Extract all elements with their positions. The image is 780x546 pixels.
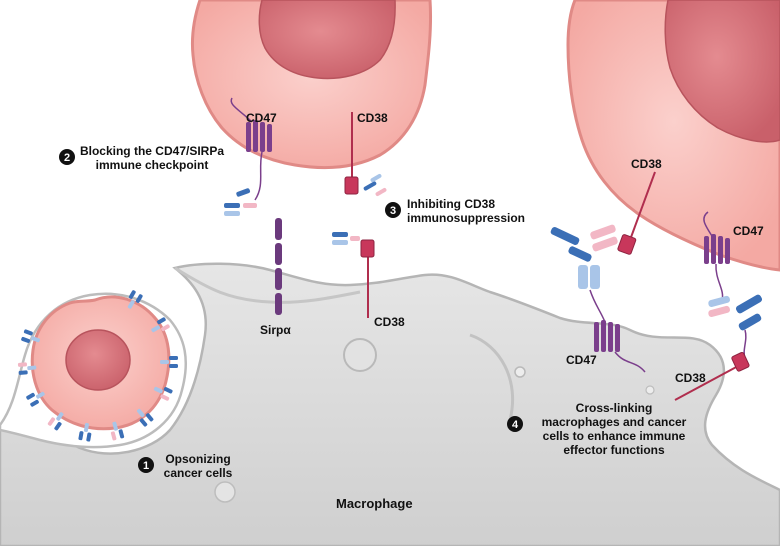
label-cd38-right-bottom: CD38 bbox=[675, 371, 706, 385]
antibody-chain bbox=[163, 387, 173, 394]
step-3-line-1: Inhibiting CD38 bbox=[407, 197, 495, 211]
antibody-chain bbox=[169, 364, 178, 368]
antibody-chain bbox=[110, 431, 117, 441]
antibody bbox=[110, 421, 125, 441]
antibody bbox=[21, 329, 40, 343]
label-cd38-right-top: CD38 bbox=[631, 157, 662, 171]
antibody-chain bbox=[169, 356, 178, 360]
step-2-badge bbox=[59, 149, 75, 165]
cd38-receptor-macrophage bbox=[360, 239, 375, 318]
antibody-chain bbox=[36, 391, 45, 399]
antibody-chain bbox=[153, 386, 163, 394]
step-2: 2 Blocking the CD47/SIRPa immune checkpo… bbox=[59, 144, 224, 172]
label-cd47-top: CD47 bbox=[246, 111, 277, 125]
antibody bbox=[160, 356, 178, 368]
antibody-chain bbox=[161, 324, 170, 332]
antibody bbox=[127, 290, 143, 309]
cd38-receptor-right-top bbox=[617, 171, 656, 255]
antibody-chain bbox=[145, 413, 154, 422]
step-4-badge bbox=[507, 416, 523, 432]
antibody-chain bbox=[27, 365, 37, 371]
step-3: 3 Inhibiting CD38 immunosuppression bbox=[385, 197, 525, 225]
step-2-line-1: Blocking the CD47/SIRPa bbox=[80, 144, 224, 158]
antibody-chain bbox=[17, 362, 27, 367]
antibody-chain bbox=[56, 412, 64, 421]
antibody bbox=[136, 408, 154, 427]
antibody-chain bbox=[160, 360, 169, 364]
antibody-chain bbox=[54, 421, 62, 431]
step-1-line-2: cancer cells bbox=[164, 466, 233, 480]
antibody-chain bbox=[127, 300, 135, 309]
label-macrophage: Macrophage bbox=[336, 496, 413, 511]
step-3-line-2: immunosuppression bbox=[407, 211, 525, 225]
label-cd38-mid: CD38 bbox=[374, 315, 405, 329]
step-3-number: 3 bbox=[390, 205, 396, 217]
antibody bbox=[26, 391, 45, 407]
step-4-line-3: cells to enhance immune bbox=[543, 429, 686, 443]
cd38-receptor-right-bottom bbox=[674, 351, 750, 401]
cd47-receptor-top bbox=[230, 97, 272, 201]
antibody-chain bbox=[30, 336, 40, 343]
step-1-badge bbox=[138, 457, 154, 473]
antibody-chain bbox=[21, 336, 31, 343]
antibody-chain bbox=[23, 329, 33, 336]
step-1-line-1: Opsonizing bbox=[165, 452, 230, 466]
cd47-blocking-antibody bbox=[224, 188, 257, 216]
cd38-antibody-macrophage bbox=[332, 232, 360, 245]
antibody-chain bbox=[139, 418, 148, 427]
step-4-number: 4 bbox=[512, 419, 519, 431]
label-cd47-right-bottom: CD47 bbox=[566, 353, 597, 367]
antibody-chain bbox=[86, 432, 92, 442]
antibody-chain bbox=[78, 431, 84, 441]
step-2-line-2: immune checkpoint bbox=[96, 158, 209, 172]
antibody-chain bbox=[112, 421, 118, 431]
antibody-chain bbox=[30, 399, 39, 407]
right-cancer-cell bbox=[566, 0, 780, 272]
antibody-chain bbox=[83, 422, 89, 433]
step-4-line-4: effector functions bbox=[563, 443, 665, 457]
step-3-badge bbox=[385, 202, 401, 218]
label-sirpa: Sirpα bbox=[260, 323, 291, 337]
antibody-chain bbox=[47, 417, 56, 426]
crosslink-antibody-left bbox=[550, 224, 618, 323]
step-1-number: 1 bbox=[143, 460, 149, 472]
antibody-chain bbox=[128, 290, 136, 299]
small-cancer-cell bbox=[30, 295, 171, 431]
sirpa-receptor bbox=[275, 218, 282, 315]
antibody-chain bbox=[160, 394, 170, 401]
step-2-number: 2 bbox=[64, 152, 70, 164]
step-1: 1 Opsonizing cancer cells bbox=[138, 452, 233, 480]
antibody-chain bbox=[151, 325, 160, 333]
antibody-chain bbox=[18, 370, 28, 375]
antibody bbox=[153, 386, 173, 401]
opsonizing-antibodies bbox=[17, 290, 178, 442]
label-cd38-top: CD38 bbox=[357, 111, 388, 125]
step-4-line-2: macrophages and cancer bbox=[542, 415, 687, 429]
antibody-chain bbox=[157, 317, 166, 325]
antibody bbox=[151, 317, 170, 333]
step-4-line-1: Cross-linking bbox=[576, 401, 653, 415]
antibody bbox=[47, 412, 64, 431]
top-cancer-cell bbox=[191, 0, 433, 170]
antibody bbox=[78, 422, 92, 442]
cd38-antibody-top bbox=[363, 174, 387, 196]
antibody-chain bbox=[135, 294, 143, 303]
antibody-chain bbox=[136, 408, 145, 418]
cd38-receptor-top bbox=[344, 112, 359, 195]
crosslink-antibody-right bbox=[708, 294, 763, 359]
cd47-receptor-right-bottom bbox=[594, 320, 646, 373]
antibody bbox=[17, 362, 37, 375]
antibody-chain bbox=[118, 429, 125, 439]
label-cd47-right-top: CD47 bbox=[733, 224, 764, 238]
cd47-receptor-right-top bbox=[703, 211, 730, 301]
step-4: 4 Cross-linking macrophages and cancer c… bbox=[507, 401, 687, 457]
antibody-chain bbox=[26, 392, 35, 400]
